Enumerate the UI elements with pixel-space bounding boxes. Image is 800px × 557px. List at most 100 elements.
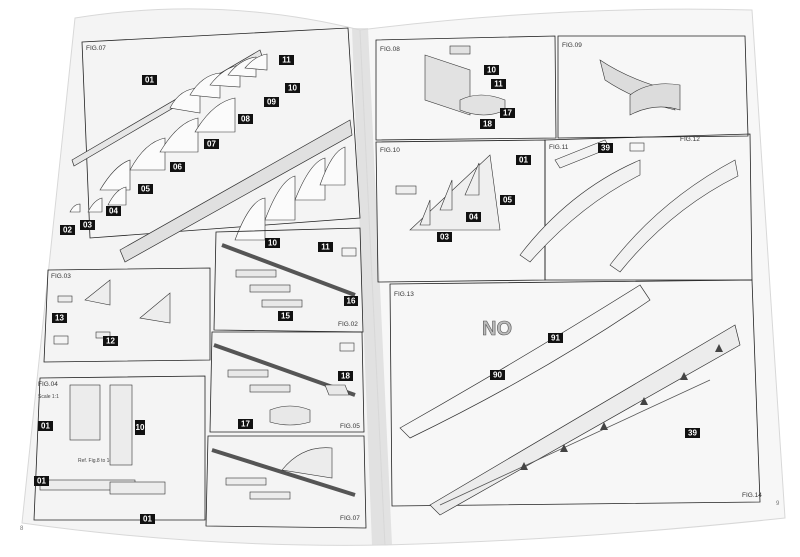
part-label-09: 09 — [264, 97, 279, 107]
svg-text:15: 15 — [281, 312, 290, 321]
fig-09-panel: FIG.09 — [557, 35, 749, 139]
fig-08-panel: FIG.08 10 11 17 18 — [375, 35, 557, 141]
fig-05-panel: FIG.05 18 17 — [209, 331, 365, 433]
part-label-15: 15 — [278, 311, 293, 321]
spine-shadow — [352, 28, 392, 545]
fig-label: FIG.07 — [86, 45, 106, 52]
svg-text:12: 12 — [106, 337, 115, 346]
svg-text:17: 17 — [241, 420, 250, 429]
svg-text:FIG.11: FIG.11 — [549, 144, 569, 151]
svg-text:18: 18 — [341, 372, 350, 381]
part-label-10: 10 — [265, 238, 280, 248]
svg-text:39: 39 — [688, 429, 697, 438]
svg-text:07: 07 — [207, 140, 216, 149]
part-label-01: 01 — [140, 514, 155, 524]
svg-text:FIG.04: FIG.04 — [38, 381, 58, 388]
fig-04-panel: FIG.04 Scale 1:1 Ref. Fig.8 to 14 01 10 … — [33, 375, 206, 524]
part-label-04: 04 — [466, 212, 481, 222]
svg-text:02: 02 — [63, 226, 72, 235]
part-label-03: 03 — [80, 220, 95, 230]
part-label-08: 08 — [238, 114, 253, 124]
svg-text:Scale 1:1: Scale 1:1 — [38, 394, 59, 400]
svg-text:FIG.08: FIG.08 — [380, 46, 400, 53]
svg-text:11: 11 — [494, 80, 503, 89]
part-label-01: 01 — [34, 476, 49, 486]
part-label-02: 02 — [60, 225, 75, 235]
part-label-13: 13 — [52, 313, 67, 323]
svg-text:01: 01 — [143, 515, 152, 524]
part-label-06: 06 — [170, 162, 185, 172]
svg-text:17: 17 — [503, 109, 512, 118]
part-label-11: 11 — [318, 242, 333, 252]
svg-text:01: 01 — [145, 76, 154, 85]
svg-text:16: 16 — [347, 297, 356, 306]
part-label-11: 11 — [491, 79, 506, 89]
svg-text:18: 18 — [483, 120, 492, 129]
svg-text:08: 08 — [241, 115, 250, 124]
part-label-18: 18 — [338, 371, 353, 381]
svg-text:13: 13 — [55, 314, 64, 323]
svg-text:10: 10 — [487, 66, 496, 75]
svg-text:FIG.13: FIG.13 — [394, 291, 414, 298]
svg-text:04: 04 — [469, 213, 478, 222]
fig-02-panel: FIG.02 10 11 15 16 — [213, 227, 364, 333]
svg-text:05: 05 — [503, 196, 512, 205]
no-stamp: NO — [482, 318, 512, 340]
part-label-07: 07 — [204, 139, 219, 149]
fig-10-panel: FIG.10 01 05 04 03 — [375, 139, 546, 283]
svg-text:10: 10 — [268, 239, 277, 248]
svg-text:10: 10 — [288, 84, 297, 93]
part-label-03: 03 — [437, 232, 452, 242]
svg-text:01: 01 — [41, 422, 50, 431]
part-label-10: 10 — [484, 65, 499, 75]
part-label-01: 01 — [516, 155, 531, 165]
svg-text:90: 90 — [493, 371, 502, 380]
fig-13-panel: FIG.13 FIG.14 NO 91 90 39 — [389, 279, 762, 516]
part-label-39: 39 — [685, 428, 700, 438]
part-label-05: 05 — [500, 195, 515, 205]
svg-text:FIG.07: FIG.07 — [340, 515, 360, 522]
svg-text:FIG.14: FIG.14 — [742, 492, 762, 499]
svg-text:FIG.09: FIG.09 — [562, 42, 582, 49]
svg-text:9: 9 — [776, 501, 780, 507]
svg-text:09: 09 — [267, 98, 276, 107]
svg-text:11: 11 — [321, 243, 330, 252]
part-label-91: 91 — [548, 333, 563, 343]
svg-text:91: 91 — [551, 334, 560, 343]
part-label-17: 17 — [500, 108, 515, 118]
part-label-39: 39 — [598, 143, 613, 153]
part-label-17: 17 — [238, 419, 253, 429]
svg-text:06: 06 — [173, 163, 182, 172]
part-label-01: 01 — [38, 421, 53, 431]
svg-text:FIG.03: FIG.03 — [51, 273, 71, 280]
part-label-05: 05 — [138, 184, 153, 194]
svg-text:FIG.12: FIG.12 — [680, 136, 700, 143]
part-label-16: 16 — [344, 296, 358, 306]
svg-text:03: 03 — [83, 221, 92, 230]
fig-11-panel: FIG.11 FIG.12 39 — [519, 133, 753, 281]
svg-text:05: 05 — [141, 185, 150, 194]
svg-text:04: 04 — [109, 207, 118, 216]
svg-text:01: 01 — [37, 477, 46, 486]
svg-text:FIG.10: FIG.10 — [380, 147, 400, 154]
svg-text:8: 8 — [20, 526, 24, 532]
part-label-04: 04 — [106, 206, 121, 216]
part-label-12: 12 — [103, 336, 118, 346]
part-label-10: 10 — [135, 420, 145, 435]
part-label-10: 10 — [285, 83, 300, 93]
svg-text:FIG.05: FIG.05 — [340, 423, 360, 430]
fig-03-panel: FIG.03 13 12 — [43, 267, 211, 363]
svg-text:11: 11 — [282, 56, 291, 65]
svg-text:39: 39 — [601, 144, 610, 153]
fig-07-panel: FIG.07 — [69, 27, 361, 263]
svg-text:10: 10 — [136, 423, 145, 432]
part-label-01: 01 — [142, 75, 157, 85]
svg-text:01: 01 — [519, 156, 528, 165]
part-label-11: 11 — [279, 55, 294, 65]
part-label-18: 18 — [480, 119, 495, 129]
right-page — [359, 8, 786, 546]
svg-text:03: 03 — [440, 233, 449, 242]
fig-07b-panel: FIG.07 — [205, 435, 367, 529]
svg-text:Ref. Fig.8 to 14: Ref. Fig.8 to 14 — [78, 458, 112, 464]
